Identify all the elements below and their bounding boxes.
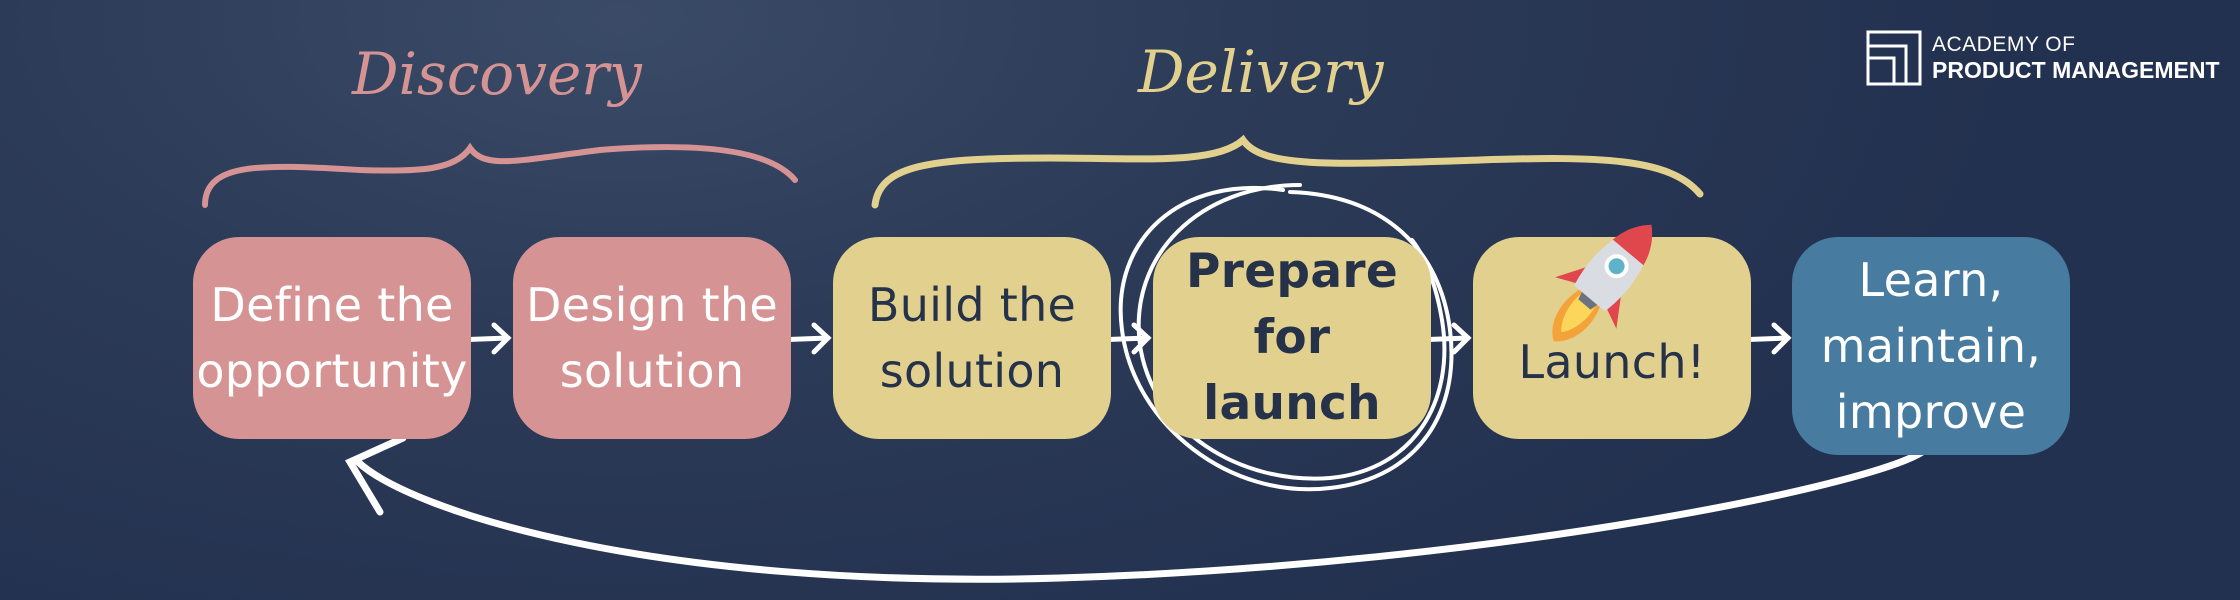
logo-text-line2: PRODUCT MANAGEMENT xyxy=(1932,57,2220,83)
logo-text-line1: ACADEMY OF xyxy=(1932,33,2076,56)
academy-logo-icon xyxy=(1866,30,1922,86)
step-label: Launch! xyxy=(1518,335,1706,389)
step-label: Learn, maintain, improve xyxy=(1820,253,2042,439)
highlight-circle xyxy=(1118,183,1454,492)
step-label: Design the solution xyxy=(526,278,778,398)
delivery-brace xyxy=(871,134,1704,209)
step-label: Prepare for launch xyxy=(1185,244,1399,431)
step-design-solution: Design the solution xyxy=(513,237,791,439)
step-build-solution: Build the solution xyxy=(833,237,1111,439)
academy-logo: ACADEMY OF PRODUCT MANAGEMENT xyxy=(1866,30,2220,86)
step-label: Build the solution xyxy=(867,278,1077,398)
step-prepare-launch: Prepare for launch xyxy=(1153,237,1431,439)
discovery-brace xyxy=(202,142,798,208)
step-launch: Launch! xyxy=(1473,237,1751,439)
step-learn-maintain-improve: Learn, maintain, improve xyxy=(1792,237,2070,455)
phase-label-delivery: Delivery xyxy=(1138,38,1384,106)
feedback-loop-arrow xyxy=(344,434,1931,583)
phase-label-discovery: Discovery xyxy=(352,40,642,108)
step-define-opportunity: Define the opportunity xyxy=(193,237,471,439)
rocket-icon xyxy=(1552,224,1653,342)
step-label: Define the opportunity xyxy=(196,278,468,398)
